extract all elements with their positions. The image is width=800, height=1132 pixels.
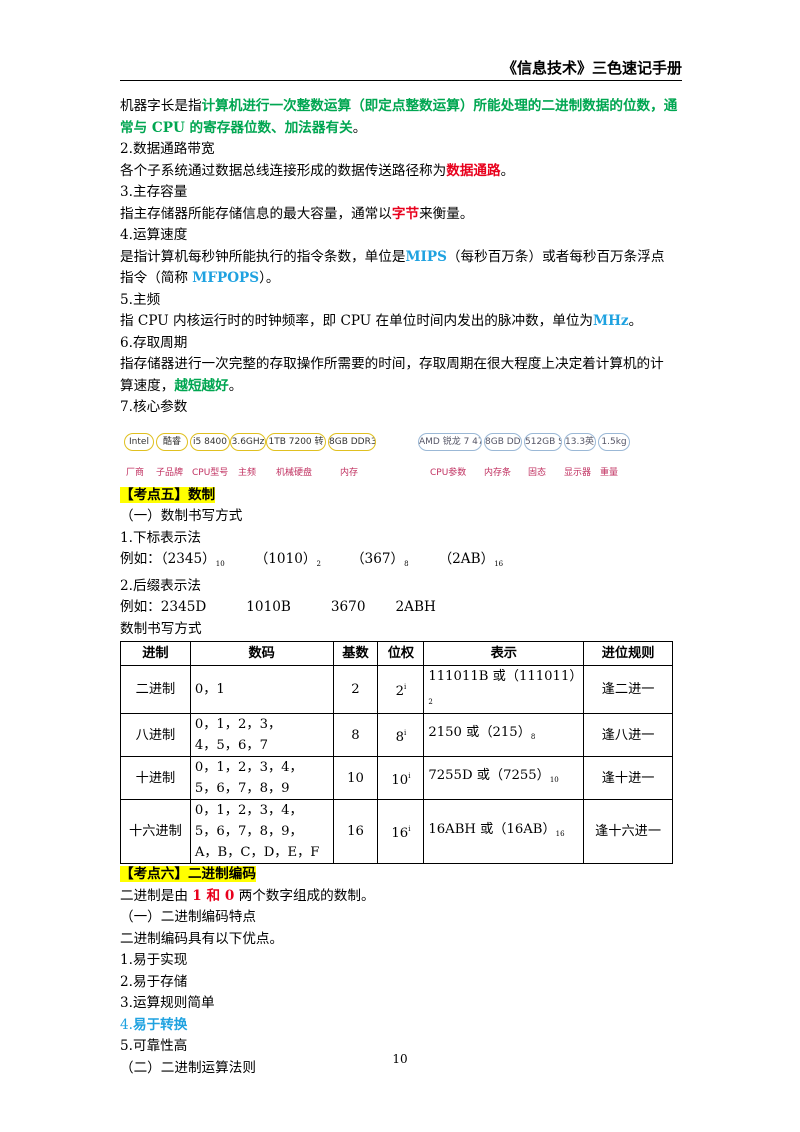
section-title: 4.运算速度 bbox=[120, 227, 188, 243]
col-header: 进位规则 bbox=[583, 641, 673, 666]
number-system-table: 进制 数码 基数 位权 表示 进位规则 二进制 0，1 2 2i 111011B… bbox=[120, 641, 673, 864]
blue-highlight: 易于转换 bbox=[132, 1016, 188, 1033]
table-row: 十六进制 0，1，2，3，4，5，6，7，8，9，A，B，C，D，E，F 16 … bbox=[120, 799, 673, 864]
green-highlight: 计算机进行一次整数运算（即定点整数运算）所能处理的二进制数据的位数，通常与 CP… bbox=[120, 98, 678, 136]
section-body: 算速度，越短越好。 bbox=[120, 377, 243, 394]
param-pill: Intel bbox=[124, 432, 154, 451]
col-header: 进制 bbox=[120, 641, 191, 666]
param-pill: 3.6GHz bbox=[230, 432, 266, 451]
subsection-title: （二）二进制运算法则 bbox=[120, 1059, 256, 1076]
col-header: 位权 bbox=[377, 641, 425, 666]
section-title: 5.主频 bbox=[120, 291, 161, 308]
col-header: 数码 bbox=[189, 641, 334, 666]
section-body: 指令（简称 MFPOPS）。 bbox=[120, 270, 280, 286]
param-pill: 酷睿 bbox=[156, 432, 188, 451]
table-header-row: 进制 数码 基数 位权 表示 进位规则 bbox=[120, 641, 673, 666]
list-item: 5.可靠性高 bbox=[120, 1038, 188, 1054]
red-highlight: 数据通路 bbox=[446, 162, 501, 179]
param-label: 显示器 bbox=[564, 467, 592, 478]
section-title: 6.存取周期 bbox=[120, 334, 188, 351]
param-label: 机械硬盘 bbox=[276, 467, 313, 478]
core-params-figure: Intel 酷睿 i5 8400 3.6GHz 1TB 7200 转 8GB D… bbox=[120, 425, 682, 483]
param-pill: 8GB DDR3 bbox=[328, 432, 376, 451]
list-item: 1.易于实现 bbox=[120, 952, 188, 968]
list-item: 4.易于转换 bbox=[120, 1016, 188, 1033]
page-header: 《信息技术》三色速记手册 bbox=[120, 58, 682, 81]
right-params-group: AMD 锐龙 7 4700U 8GB DDR4 512GB SSD 13.3英寸… bbox=[418, 432, 630, 478]
param-pill: i5 8400 bbox=[190, 432, 230, 451]
red-highlight: 1 和 0 bbox=[192, 887, 235, 904]
kp6-heading: 【考点六】二进制编码 bbox=[120, 866, 256, 882]
section-body: 各个子系统通过数据总线连接形成的数据传送路径称为数据通路。 bbox=[120, 162, 515, 179]
page-content: 机器字长是指计算机进行一次整数运算（即定点整数运算）所能处理的二进制数据的位数，… bbox=[120, 96, 682, 1079]
red-highlight: 字节 bbox=[391, 205, 420, 222]
method-title: 1.下标表示法 bbox=[120, 529, 201, 546]
param-label: 内存条 bbox=[484, 467, 512, 478]
section-body: 指存储器进行一次完整的存取操作所需要的时间，存取周期在很大程度上决定着计算机的计 bbox=[120, 356, 664, 372]
kp6-intro: 二进制是由 1 和 0 两个数字组成的数制。 bbox=[120, 887, 375, 904]
param-label: 重量 bbox=[600, 467, 619, 478]
table-row: 十进制 0，1，2，3，4，5，6，7，8，9 10 10i 7255D 或（7… bbox=[120, 756, 673, 800]
table-caption: 数制书写方式 bbox=[120, 620, 202, 637]
param-label: CPU型号 bbox=[192, 467, 229, 478]
param-label: CPU参数 bbox=[430, 467, 467, 478]
green-highlight: 越短越好 bbox=[174, 377, 229, 394]
section-body: 是指计算机每秒钟所能执行的指令条数，单位是MIPS（每秒百万条）或者每秒百万条浮… bbox=[120, 248, 665, 265]
left-params-group: Intel 酷睿 i5 8400 3.6GHz 1TB 7200 转 8GB D… bbox=[124, 432, 376, 478]
param-label: 固态 bbox=[528, 467, 547, 478]
table-row: 八进制 0，1，2，3，4，5，6，7 8 8i 2150 或（215）8 逢八… bbox=[120, 713, 673, 757]
list-item: 2.易于存储 bbox=[120, 973, 188, 990]
subscript-examples: 例如：（2345）10（1010）2（367）8（2AB）16 bbox=[120, 551, 504, 568]
param-pill: 13.3英寸 bbox=[564, 432, 596, 451]
param-label: 主频 bbox=[238, 467, 257, 478]
list-item: 3.运算规则简单 bbox=[120, 995, 215, 1011]
subsection-title: （一）数制书写方式 bbox=[120, 508, 243, 524]
table-row: 二进制 0，1 2 2i 111011B 或（111011）2 逢二进一 bbox=[120, 665, 673, 714]
param-label: 子品牌 bbox=[156, 467, 184, 478]
section-title: 7.核心参数 bbox=[120, 399, 188, 415]
method-title: 2.后缀表示法 bbox=[120, 577, 201, 594]
subsection-title: （一）二进制编码特点 bbox=[120, 909, 256, 925]
param-pill: 8GB DDR4 bbox=[484, 432, 522, 451]
machine-word-length-paragraph: 机器字长是指计算机进行一次整数运算（即定点整数运算）所能处理的二进制数据的位数，… bbox=[120, 98, 678, 136]
section-title: 2.数据通路带宽 bbox=[120, 141, 215, 157]
section-body: 指主存储器所能存储信息的最大容量，通常以字节来衡量。 bbox=[120, 205, 474, 222]
advantages-intro: 二进制编码具有以下优点。 bbox=[120, 930, 284, 947]
param-label: 厂商 bbox=[126, 467, 145, 478]
col-header: 基数 bbox=[332, 641, 379, 666]
param-pill: 1.5kg bbox=[598, 432, 630, 451]
section-body: 指 CPU 内核运行时的时钟频率，即 CPU 在单位时间内发出的脉冲数，单位为M… bbox=[120, 313, 643, 329]
param-pill: AMD 锐龙 7 4700U bbox=[418, 432, 482, 451]
col-header: 表示 bbox=[423, 641, 585, 666]
section-title: 3.主存容量 bbox=[120, 184, 188, 200]
param-pill: 512GB SSD bbox=[524, 432, 562, 451]
param-label: 内存 bbox=[340, 467, 359, 478]
kp5-heading: 【考点五】数制 bbox=[120, 486, 216, 503]
blue-highlight: MIPS bbox=[405, 248, 447, 265]
page-number: 10 bbox=[392, 1052, 408, 1066]
param-pill: 1TB 7200 转 bbox=[266, 432, 326, 451]
blue-highlight: MHz bbox=[593, 313, 629, 329]
blue-highlight: MFPOPS bbox=[192, 270, 260, 286]
